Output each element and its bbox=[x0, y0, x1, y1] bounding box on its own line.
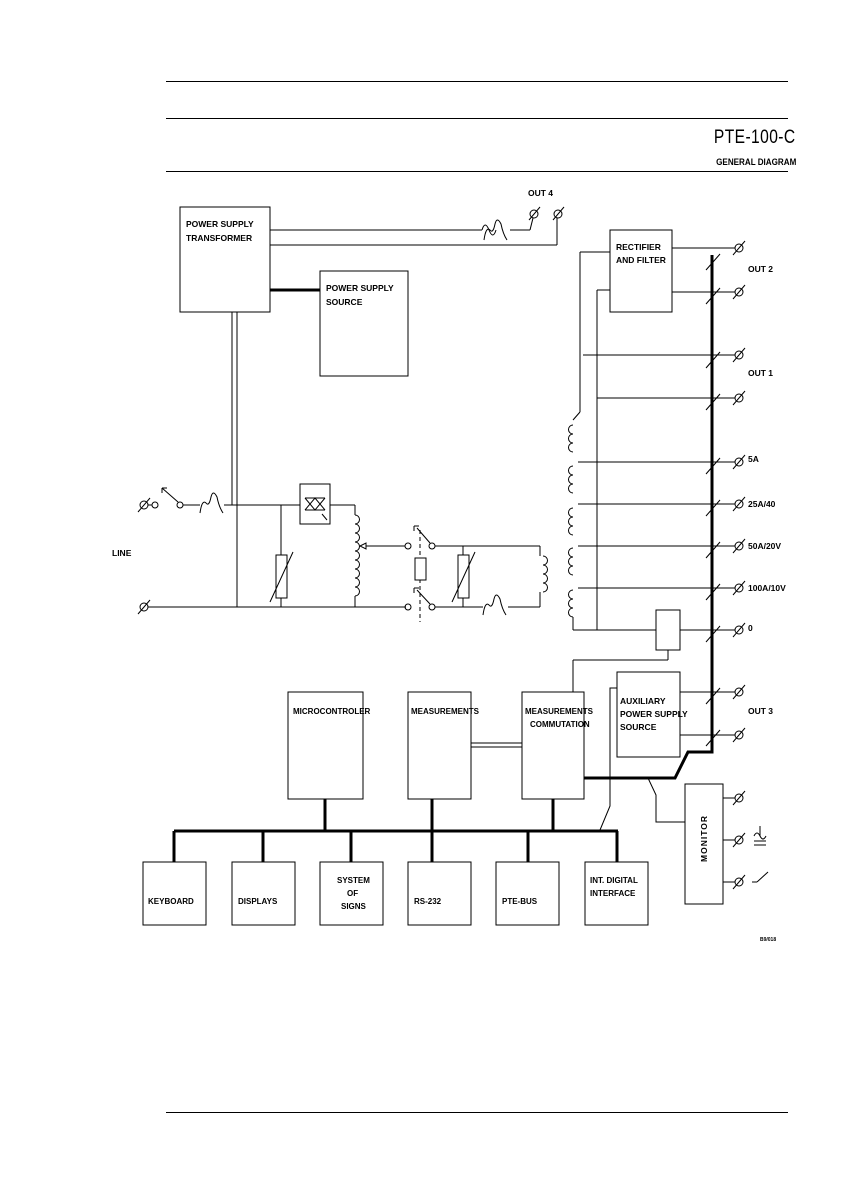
block-label-line-2: SOURCE bbox=[326, 297, 363, 307]
rs232-block bbox=[407, 861, 472, 926]
header-rule-middle bbox=[166, 118, 788, 119]
block-label-line-1: KEYBOARD bbox=[148, 897, 194, 906]
monitor-block bbox=[684, 783, 724, 905]
output-bus bbox=[582, 255, 714, 780]
range-5a-label: 5A bbox=[748, 454, 759, 464]
output-lines bbox=[578, 247, 735, 736]
block-label-line-3: SOURCE bbox=[620, 722, 657, 732]
out1-label: OUT 1 bbox=[748, 368, 773, 378]
monitor-label: MONITOR bbox=[699, 815, 709, 862]
rectifier-and-filter-block bbox=[609, 229, 673, 313]
transformer-secondary-icon bbox=[568, 424, 574, 618]
monitor-terminals-icon bbox=[732, 790, 746, 890]
line-fuse-icon bbox=[199, 492, 224, 514]
range-50a-label: 50A/20V bbox=[748, 541, 781, 551]
int-digital-interface-block bbox=[584, 861, 649, 926]
measurements-block bbox=[407, 691, 472, 800]
block-label-line-2: COMMUTATION bbox=[530, 720, 590, 729]
out2-label: OUT 2 bbox=[748, 264, 773, 274]
fuse-icon bbox=[483, 219, 508, 241]
range-0-label: 0 bbox=[748, 623, 753, 633]
resistor-icon bbox=[414, 557, 427, 581]
block-label-line-1: MEASUREMENTS bbox=[411, 707, 480, 716]
variac-coil-icon bbox=[354, 514, 360, 597]
system-of-signs-block bbox=[319, 861, 384, 926]
block-label-line-1: SYSTEM bbox=[337, 876, 370, 885]
line-label: LINE bbox=[112, 548, 132, 558]
auxiliary-power-supply-block bbox=[616, 671, 681, 758]
microcontroler-block bbox=[287, 691, 364, 800]
drawing-code: B9/018 bbox=[760, 937, 776, 943]
out4-label: OUT 4 bbox=[528, 188, 553, 198]
contact-symbol-icon bbox=[752, 871, 769, 883]
block-label-line-1: POWER SUPPLY bbox=[326, 283, 394, 293]
out3-label: OUT 3 bbox=[748, 706, 773, 716]
output-rail-ticks bbox=[705, 253, 721, 747]
pte-bus-block bbox=[495, 861, 560, 926]
header-rule-top bbox=[166, 81, 788, 82]
block-label-line-2: AND FILTER bbox=[616, 255, 666, 265]
document-title: PTE-100-C bbox=[714, 127, 796, 148]
displays-block bbox=[231, 861, 296, 926]
block-label-line-2: OF bbox=[347, 889, 358, 898]
range-25a-label: 25A/40 bbox=[748, 499, 776, 509]
range-100a-label: 100A/10V bbox=[748, 583, 786, 593]
block-label-line-1: RS-232 bbox=[414, 897, 442, 906]
line-switch-icon bbox=[161, 487, 184, 509]
block-label-line-1: PTE-BUS bbox=[502, 897, 538, 906]
block-label-line-1: POWER SUPPLY bbox=[186, 219, 254, 229]
block-label-line-1: MEASUREMENTS bbox=[525, 707, 594, 716]
transformer-primary-icon bbox=[542, 555, 548, 593]
power-supply-source-block bbox=[319, 270, 409, 377]
block-label-line-1: RECTIFIER bbox=[616, 242, 661, 252]
current-sensor-block bbox=[655, 609, 681, 651]
block-label-line-2: TRANSFORMER bbox=[186, 233, 252, 243]
power-supply-transformer-block bbox=[179, 206, 271, 313]
fuse-2-icon bbox=[482, 594, 507, 616]
block-label-line-1: MICROCONTROLER bbox=[293, 707, 371, 716]
out4-terminal-icon bbox=[528, 206, 565, 221]
block-label-line-1: INT. DIGITAL bbox=[590, 876, 638, 885]
block-label-line-3: SIGNS bbox=[341, 902, 367, 911]
block-label-line-1: DISPLAYS bbox=[238, 897, 278, 906]
block-label-line-2: POWER SUPPLY bbox=[620, 709, 688, 719]
measurements-commutation-block bbox=[521, 691, 585, 800]
header-rule-bottom bbox=[166, 171, 788, 172]
keyboard-block bbox=[142, 861, 207, 926]
block-label-line-2: INTERFACE bbox=[590, 889, 636, 898]
footer-rule bbox=[166, 1112, 788, 1113]
output-terminals-icon bbox=[732, 240, 746, 743]
document-subtitle: GENERAL DIAGRAM bbox=[715, 157, 796, 168]
block-label-line-1: AUXILIARY bbox=[620, 696, 666, 706]
ac-voltage-symbol-icon bbox=[753, 826, 767, 846]
